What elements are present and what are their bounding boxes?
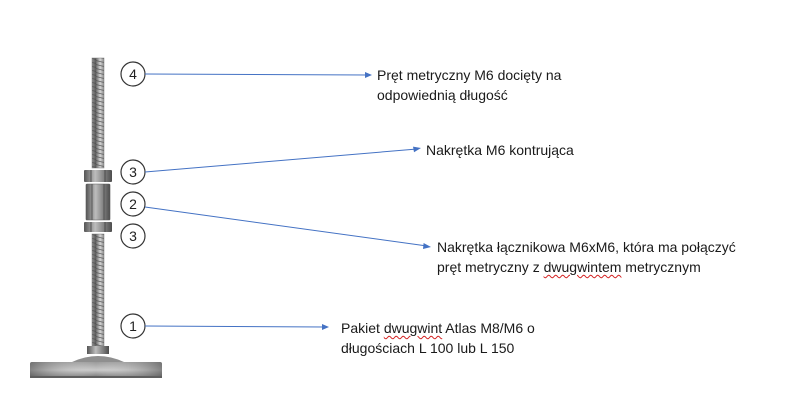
coupling-nut <box>85 183 111 221</box>
label-line: odpowiednią długość <box>377 87 508 103</box>
svg-text:1: 1 <box>129 318 137 334</box>
callout-label-2: Nakrętka łącznikowa M6xM6, która ma połą… <box>437 237 736 277</box>
leader-arrow-1 <box>144 325 326 328</box>
lock-nut-upper <box>84 170 112 182</box>
label-line: Nakrętka łącznikowa M6xM6, która ma połą… <box>437 239 736 255</box>
callout-marker-2: 2 <box>120 191 146 217</box>
threaded-stud-lower <box>91 233 105 347</box>
callout-marker-4: 4 <box>120 61 146 87</box>
label-line: długościach L 100 lub L 150 <box>341 340 515 356</box>
leader-arrow-2 <box>144 206 428 247</box>
leader-arrow-4 <box>144 73 369 76</box>
svg-text:3: 3 <box>129 164 137 180</box>
label-line: pręt metryczny z dwugwintem metrycznym <box>437 259 701 275</box>
callout-marker-1: 1 <box>120 313 146 339</box>
threaded-rod-upper <box>91 57 105 169</box>
arrowhead-4 <box>365 72 372 78</box>
svg-text:2: 2 <box>129 196 137 212</box>
arrowhead-2 <box>423 243 431 249</box>
label-line: Pręt metryczny M6 docięty na <box>377 67 562 83</box>
callout-label-3: Nakrętka M6 kontrująca <box>426 140 574 160</box>
label-line: Nakrętka M6 kontrująca <box>426 142 574 158</box>
arrowhead-3 <box>413 146 421 153</box>
leader-arrow-3 <box>144 148 418 173</box>
svg-text:4: 4 <box>129 66 137 82</box>
callout-marker-3-lower: 3 <box>120 223 146 249</box>
callout-label-1: Pakiet dwugwint Atlas M8/M6 o długościac… <box>341 318 535 358</box>
svg-text:3: 3 <box>129 228 137 244</box>
leveling-foot-base <box>30 346 162 378</box>
label-line: Pakiet dwugwint Atlas M8/M6 o <box>341 320 535 336</box>
callout-label-4: Pręt metryczny M6 docięty na odpowiednią… <box>377 65 561 105</box>
lock-nut-lower <box>84 222 112 232</box>
arrowhead-1 <box>322 324 329 330</box>
callout-marker-3-upper: 3 <box>120 159 146 185</box>
